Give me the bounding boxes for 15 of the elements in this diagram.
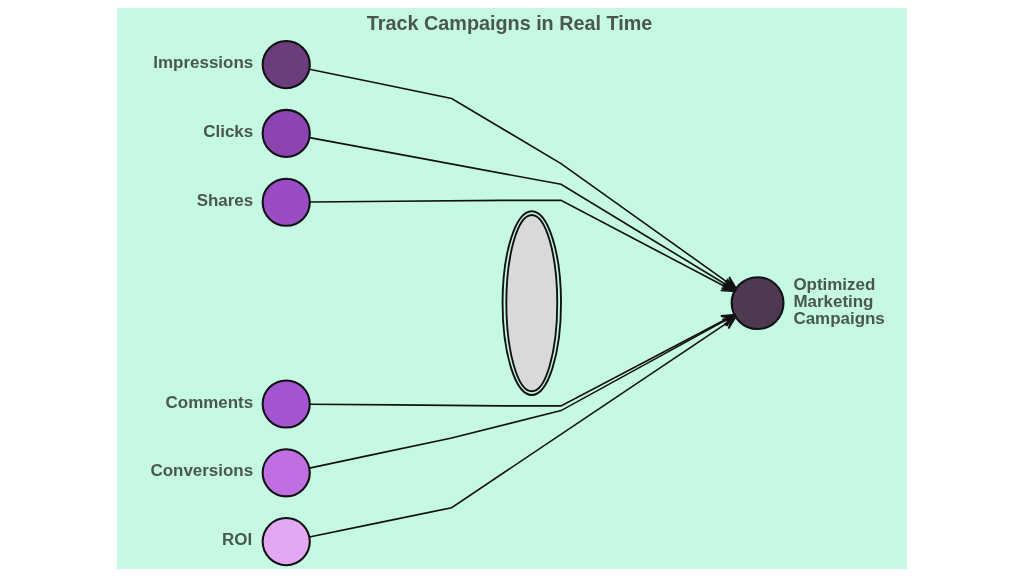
node-circle xyxy=(730,276,785,331)
node-label: Shares xyxy=(196,190,254,210)
node-label: Clicks xyxy=(203,122,254,142)
node-circle xyxy=(261,108,311,159)
node-circle xyxy=(261,379,311,429)
node-circle xyxy=(261,40,311,90)
node-circle xyxy=(261,517,311,567)
node-circle xyxy=(261,177,311,227)
node-label: Impressions xyxy=(153,53,254,73)
node-label: Optimized Marketing Campaigns xyxy=(793,275,885,329)
diagram-title: Track Campaigns in Real Time xyxy=(366,12,653,35)
node-label: Comments xyxy=(165,392,254,412)
node-label: ROI xyxy=(222,530,253,550)
node-circle xyxy=(261,448,311,498)
node-label: Conversions xyxy=(150,461,254,481)
